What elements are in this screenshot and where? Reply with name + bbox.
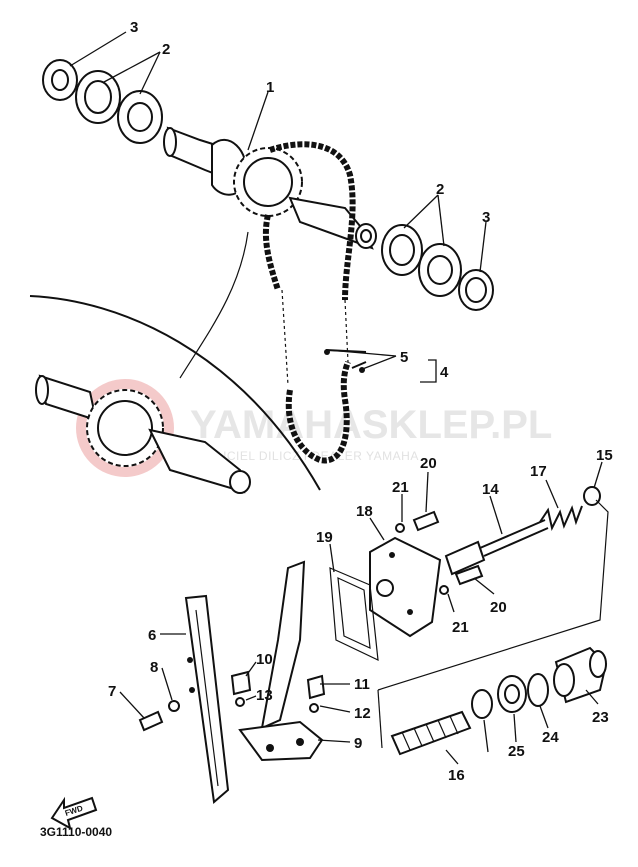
callout-9: 9 [354, 735, 362, 752]
callout-21-upper: 21 [392, 479, 409, 496]
long-spring [390, 710, 472, 756]
callout-12: 12 [354, 705, 371, 722]
oil-seal-left [42, 59, 78, 101]
washer-25 [471, 689, 493, 719]
callout-5: 5 [400, 349, 408, 366]
bolt-upper [395, 510, 440, 533]
cam-chain [262, 141, 356, 464]
bearing-right-outer [381, 224, 423, 276]
callout-11: 11 [354, 676, 370, 693]
ring-23 [527, 673, 549, 707]
callout-21-lower: 21 [452, 619, 469, 636]
bolt-11 [306, 674, 326, 713]
callout-1: 1 [266, 79, 274, 96]
callout-19: 19 [316, 529, 333, 546]
callout-8: 8 [150, 659, 158, 676]
leader-lines [69, 31, 603, 765]
callout-7: 7 [108, 683, 116, 700]
bearing-right-inner [418, 243, 462, 297]
tensioner-gasket [329, 567, 379, 662]
callout-20-lower: 20 [490, 599, 507, 616]
chain-guide-front [184, 594, 230, 804]
callout-3-left: 3 [130, 19, 138, 36]
bolt-10 [230, 670, 252, 707]
tensioner-housing [369, 536, 442, 638]
inset-divider-line [29, 295, 321, 491]
callouts: 3 2 1 2 3 5 4 6 8 7 10 13 11 12 9 19 18 … [108, 19, 613, 784]
tensioner-spring [539, 505, 583, 531]
diagram-code: 3G1110-0040 [40, 825, 112, 839]
callout-24: 25 [508, 743, 525, 760]
watermark-main-text: YAMAHASKLEP.PL [190, 403, 552, 447]
callout-18: 18 [356, 503, 373, 520]
callout-6: 6 [148, 627, 156, 644]
bearing-left-inner [117, 90, 163, 144]
subassembly-outline [377, 499, 609, 691]
callout-16: 16 [448, 767, 465, 784]
callout-15: 15 [596, 447, 613, 464]
callout-10: 10 [256, 651, 273, 668]
fwd-arrow: FWD [50, 796, 98, 830]
bolt-lower [439, 564, 484, 595]
tensioner-rod [444, 519, 549, 576]
callout-14: 14 [482, 481, 499, 498]
inset-camshaft [35, 374, 251, 494]
callout-13: 13 [256, 687, 273, 704]
callout-2-right: 2 [436, 181, 444, 198]
callout-20-upper: 20 [420, 455, 437, 472]
chain-guide-rear [238, 560, 324, 762]
callout-23: 24 [542, 729, 559, 746]
watermark-logo-ring [76, 379, 174, 477]
camshaft [163, 126, 377, 250]
inset-pointer-line [179, 231, 249, 379]
nut-24 [497, 675, 527, 713]
bolt-7 [138, 700, 180, 732]
bearing-left-outer [75, 70, 121, 124]
callout-4: 4 [440, 364, 449, 381]
callout-3-right: 3 [482, 209, 490, 226]
callout-17: 17 [530, 463, 547, 480]
callout-22: 23 [592, 709, 609, 726]
subassembly-outline-left [377, 689, 383, 749]
callout-2-left: 2 [162, 41, 170, 58]
cap-22 [553, 646, 608, 704]
oil-seal-right [458, 269, 494, 311]
